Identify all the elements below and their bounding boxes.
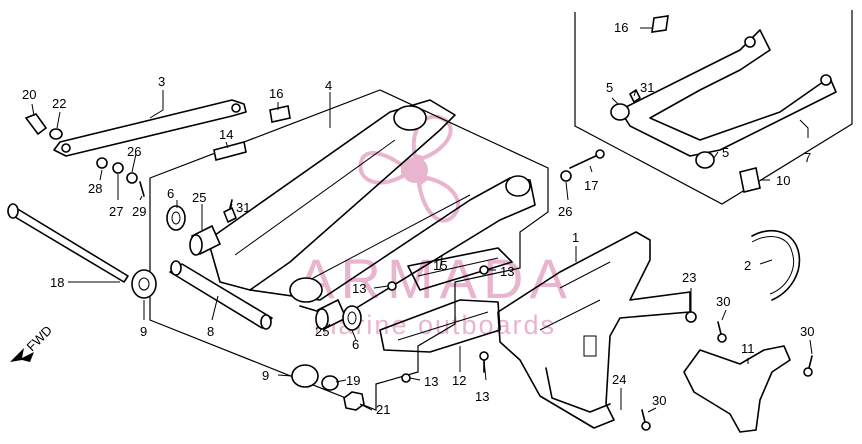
- grease-fitting: [223, 199, 237, 223]
- chain-case-clip-24: [545, 367, 611, 413]
- chain-guide-plate: [407, 247, 513, 291]
- callout-26-right: 26: [558, 204, 572, 219]
- callout-3: 3: [158, 74, 165, 89]
- dust-seal-lower: [342, 305, 362, 331]
- decal-16-right: [651, 15, 669, 33]
- callout-7: 7: [804, 150, 811, 165]
- callout-9-lower: 9: [262, 368, 269, 383]
- callout-24: 24: [612, 372, 626, 387]
- bolt-23: [685, 311, 697, 323]
- swingarm-group: [149, 89, 549, 411]
- swingarm-pivot-bushing: [289, 277, 323, 303]
- nut-26-right: [560, 170, 572, 182]
- pin-29: [139, 181, 145, 197]
- callout-21: 21: [376, 402, 390, 417]
- callout-9-left: 9: [140, 324, 147, 339]
- callout-11: 11: [741, 341, 755, 356]
- callout-23: 23: [682, 270, 696, 285]
- pivot-collar-outer: [291, 364, 319, 388]
- torque-link: [53, 99, 247, 157]
- brace-group-outline: [574, 10, 853, 205]
- callout-25-upper: 25: [192, 190, 206, 205]
- callout-19: 19: [346, 373, 360, 388]
- callout-5-upper: 5: [606, 80, 613, 95]
- grease-fitting-31: [629, 89, 641, 103]
- pivot-washer: [321, 375, 339, 391]
- callout-25-lower: 25: [315, 324, 329, 339]
- washer-22: [49, 128, 63, 140]
- nut-28: [96, 157, 108, 169]
- washer-9-left: [131, 269, 157, 299]
- callout-15: 15: [433, 258, 447, 273]
- callout-27: 27: [109, 204, 123, 219]
- callout-13-b: 13: [352, 281, 366, 296]
- pivot-bushing-upper: [189, 224, 222, 256]
- bracket: [683, 345, 791, 433]
- watermark-brand: ARMADA: [297, 247, 573, 310]
- leader-lines: [31, 27, 813, 413]
- chain-case: [497, 231, 691, 429]
- callout-30-c: 30: [652, 393, 666, 408]
- callout-29: 29: [132, 204, 146, 219]
- bushing-5-upper: [610, 103, 630, 121]
- callout-22: 22: [52, 96, 66, 111]
- callout-26-left: 26: [127, 144, 141, 159]
- pivot-nut: [343, 391, 365, 411]
- decal-16-left: [269, 105, 291, 123]
- bolt-20: [24, 113, 48, 136]
- callout-5-lower: 5: [722, 145, 729, 160]
- bolt-26: [126, 172, 138, 184]
- fwd-label: FWD: [24, 323, 56, 355]
- swingarm-group-outline: [149, 89, 549, 411]
- dust-seal-upper: [166, 205, 186, 231]
- callout-16-left: 16: [269, 86, 283, 101]
- callout-18: 18: [50, 275, 64, 290]
- pivot-shaft: [9, 207, 129, 283]
- callout-6-upper: 6: [167, 186, 174, 201]
- callout-14: 14: [219, 127, 233, 142]
- cap-10: [739, 167, 761, 193]
- callout-16-right: 16: [614, 20, 628, 35]
- callout-17: 17: [584, 178, 598, 193]
- callout-30-b: 30: [800, 324, 814, 339]
- callout-31-right: 31: [640, 80, 654, 95]
- callout-20: 20: [22, 87, 36, 102]
- callout-31-left: 31: [236, 200, 250, 215]
- bushing-5-lower: [695, 151, 715, 169]
- pivot-collar: [169, 263, 273, 329]
- fwd-indicator: FWD: [10, 323, 55, 362]
- callout-13-d: 13: [475, 389, 489, 404]
- bolt-17: [569, 153, 601, 169]
- callout-2: 2: [744, 258, 751, 273]
- callout-13-c: 13: [424, 374, 438, 389]
- callout-8: 8: [207, 324, 214, 339]
- callout-1: 1: [572, 230, 579, 245]
- callout-10: 10: [776, 173, 790, 188]
- callout-28: 28: [88, 181, 102, 196]
- brace: [619, 29, 837, 157]
- callout-30-a: 30: [716, 294, 730, 309]
- drive-chain: [751, 229, 801, 301]
- decal-14: [213, 141, 247, 161]
- washer-27: [112, 162, 124, 174]
- callout-13-a: 13: [500, 264, 514, 279]
- watermark-logo: [358, 114, 461, 223]
- callout-4: 4: [325, 78, 332, 93]
- brace-group: [574, 10, 853, 205]
- callout-12: 12: [452, 373, 466, 388]
- callout-6-lower: 6: [352, 337, 359, 352]
- callout-labels: 20 22 3 16 4 14 26 28 27 29 6 25 31 18 9…: [22, 20, 814, 417]
